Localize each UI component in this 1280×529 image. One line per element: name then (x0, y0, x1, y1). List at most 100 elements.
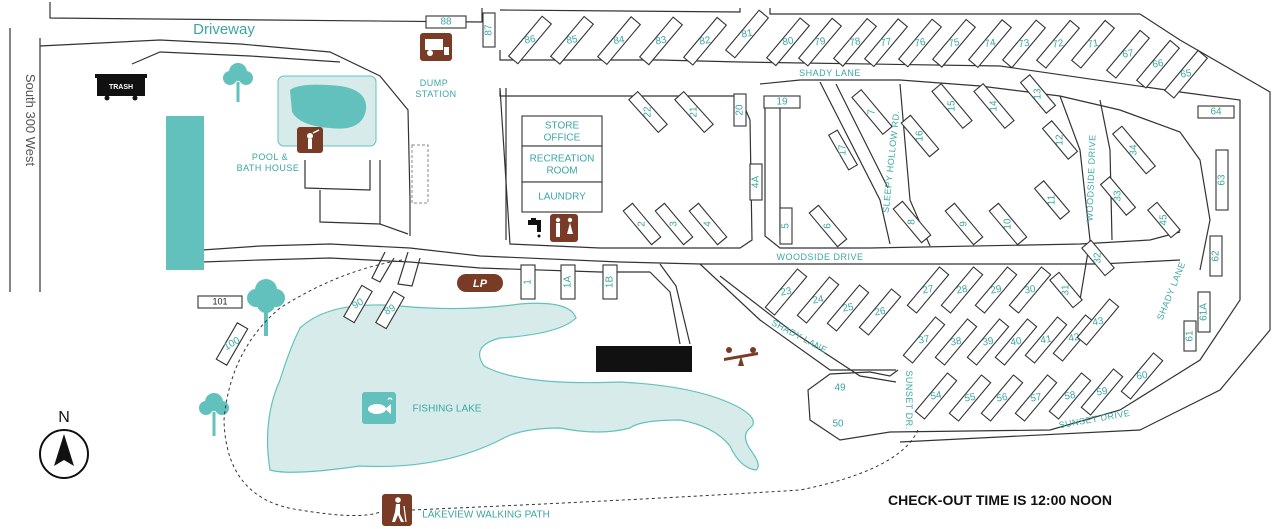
campsite-24[interactable]: 24 (796, 276, 840, 324)
campsite-57[interactable]: 57 (1014, 374, 1058, 422)
campsite-79[interactable]: 79 (797, 17, 843, 67)
campsite-77[interactable]: 77 (863, 18, 909, 68)
campsite-number: 89 (383, 302, 399, 317)
campsite-86[interactable]: 86 (507, 15, 553, 65)
campsite-50[interactable]: 50 (832, 419, 844, 430)
campsite-82[interactable]: 82 (682, 16, 728, 66)
campsite-31[interactable]: 31 (1049, 271, 1084, 309)
campsite-87[interactable]: 87 (482, 12, 496, 48)
campsite-60[interactable]: 60 (1120, 352, 1164, 400)
campsite-78[interactable]: 78 (832, 17, 878, 68)
campsite-number: 59 (1096, 386, 1109, 399)
campsite-7[interactable]: 7 (851, 88, 893, 136)
campsite-43[interactable]: 43 (1076, 298, 1120, 346)
campsite-21[interactable]: 21 (674, 90, 715, 134)
street-label: South 300 West (23, 74, 38, 167)
campsite-12[interactable]: 12 (1041, 119, 1079, 160)
campsite-11[interactable]: 11 (1033, 180, 1071, 221)
campsite-62[interactable]: 62 (1209, 235, 1223, 277)
road-woodside-drive-vertical: WOODSIDE DRIVE (1084, 134, 1097, 221)
campsite-45[interactable]: 45 (1147, 201, 1182, 239)
campsite-number: 1B (605, 276, 616, 289)
campsite-14[interactable]: 14 (973, 82, 1016, 130)
campsite-81[interactable]: 81 (724, 9, 770, 59)
campsite-89[interactable]: 89 (375, 290, 406, 330)
campsite-84[interactable]: 84 (596, 16, 642, 66)
campsite-30[interactable]: 30 (1008, 266, 1052, 314)
campsite-15[interactable]: 15 (931, 82, 974, 130)
campsite-100[interactable]: 100 (214, 321, 251, 366)
campsite-101[interactable]: 101 (197, 295, 243, 309)
campsite-73[interactable]: 73 (1001, 19, 1047, 69)
campsite-65[interactable]: 65 (1163, 49, 1209, 99)
campsite-54[interactable]: 54 (914, 372, 958, 420)
campsite-42[interactable]: 42 (1052, 314, 1096, 362)
driveway-label: Driveway (193, 21, 255, 38)
campsite-85[interactable]: 85 (549, 15, 595, 65)
campsite-number: 55 (964, 392, 977, 405)
campsite-2[interactable]: 2 (622, 202, 662, 246)
campsite-number: 61A (1199, 303, 1210, 321)
fishing-lake (266, 302, 759, 473)
campsite-13[interactable]: 13 (1019, 73, 1057, 114)
campsite-61A[interactable]: 61A (1197, 291, 1211, 333)
campsite-20[interactable]: 20 (733, 93, 747, 127)
campsite-49[interactable]: 49 (834, 383, 846, 394)
campsite-17[interactable]: 17 (827, 129, 860, 171)
campsite-75[interactable]: 75 (931, 18, 977, 68)
campsite-29[interactable]: 29 (974, 266, 1018, 314)
campsite-59[interactable]: 59 (1080, 368, 1124, 416)
campsite-33[interactable]: 33 (1099, 175, 1137, 216)
campsite-66[interactable]: 66 (1135, 39, 1181, 89)
campsite-27[interactable]: 27 (906, 266, 950, 314)
campsite-number: 90 (351, 296, 367, 311)
tree-icon (199, 393, 229, 436)
campsite-38[interactable]: 38 (934, 318, 978, 366)
campsite-61[interactable]: 61 (1183, 320, 1197, 352)
campsite-56[interactable]: 56 (980, 374, 1024, 422)
campsite-37[interactable]: 37 (902, 316, 946, 364)
campsite-number: 80 (782, 35, 795, 48)
campsite-1B[interactable]: 1B (602, 264, 618, 300)
campsite-40[interactable]: 40 (994, 318, 1038, 366)
campsite-number: 101 (212, 296, 227, 306)
campsite-74[interactable]: 74 (967, 19, 1013, 69)
campsite-41[interactable]: 41 (1024, 316, 1068, 364)
store-label-line1: STORE (545, 121, 580, 132)
campsite-26[interactable]: 26 (858, 288, 902, 336)
campsite-34[interactable]: 34 (1111, 125, 1157, 175)
campsite-25[interactable]: 25 (826, 284, 870, 332)
campsite-22[interactable]: 22 (628, 90, 669, 134)
campsite-6[interactable]: 6 (808, 204, 848, 248)
campsite-39[interactable]: 39 (966, 318, 1010, 366)
campsite-88[interactable]: 88 (425, 15, 467, 29)
campsite-72[interactable]: 72 (1035, 19, 1081, 69)
campsite-3[interactable]: 3 (654, 202, 694, 246)
campsite-28[interactable]: 28 (940, 266, 984, 314)
campsite-58[interactable]: 58 (1048, 372, 1092, 420)
campsite-90[interactable]: 90 (343, 284, 374, 324)
campsite-83[interactable]: 83 (638, 16, 684, 66)
campsite-55[interactable]: 55 (948, 374, 992, 422)
campsite-16[interactable]: 16 (900, 114, 940, 158)
campsite-71[interactable]: 71 (1070, 19, 1116, 69)
campsite-9[interactable]: 9 (944, 202, 984, 246)
campsite-1A[interactable]: 1A (560, 264, 576, 300)
campsite-1[interactable]: 1 (520, 264, 536, 300)
campsite-80[interactable]: 80 (765, 17, 811, 67)
campsite-4[interactable]: 4 (688, 202, 728, 246)
campsite-number: 34 (1129, 144, 1140, 156)
campsite-5[interactable]: 5 (779, 207, 793, 245)
campsite-76[interactable]: 76 (897, 18, 943, 68)
campsite-32[interactable]: 32 (1081, 239, 1116, 277)
campsite-8[interactable]: 8 (892, 200, 932, 244)
campsite-64[interactable]: 64 (1197, 105, 1235, 119)
campsite-number: 9 (959, 221, 970, 227)
campsite-4A[interactable]: 4A (749, 163, 763, 201)
campsite-19[interactable]: 19 (763, 95, 801, 109)
campsite-10[interactable]: 10 (988, 202, 1028, 246)
campsite-63[interactable]: 63 (1215, 149, 1229, 211)
campsite-23[interactable]: 23 (764, 268, 808, 316)
campsite-67[interactable]: 67 (1105, 29, 1151, 79)
